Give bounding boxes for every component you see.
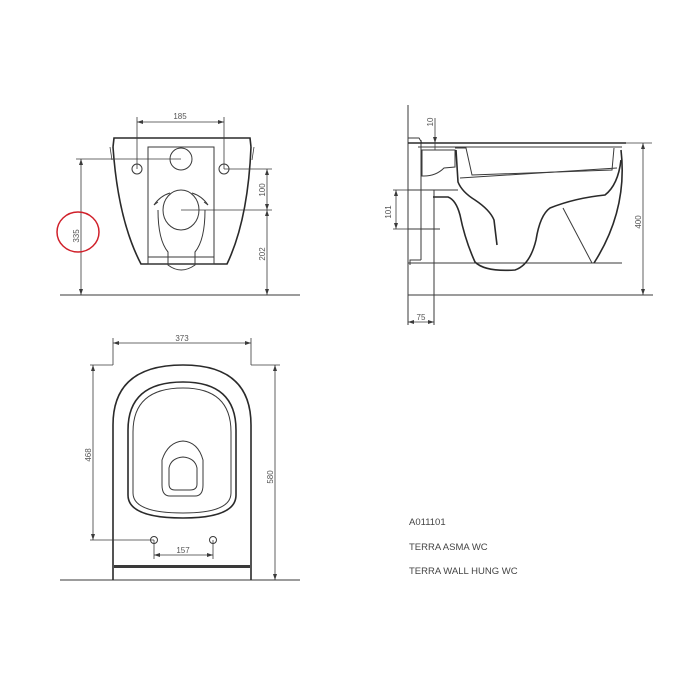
dim-101: 101	[384, 205, 393, 219]
top-seat-outer	[127, 381, 237, 519]
dim-100: 100	[258, 183, 267, 197]
dim-373: 373	[175, 334, 189, 343]
dim-185: 185	[173, 112, 187, 121]
side-flush-inlet	[421, 149, 456, 177]
dim-580: 580	[266, 470, 275, 484]
dim-157: 157	[176, 546, 190, 555]
side-back-outline	[593, 149, 623, 264]
front-view: 185 335 100 202	[56, 112, 300, 296]
front-trap	[157, 209, 206, 271]
top-outer-shell	[112, 364, 252, 580]
side-view: 10 101 75 400	[384, 105, 653, 325]
dim-468: 468	[84, 448, 93, 462]
product-name-asma: TERRA ASMA WC	[409, 542, 488, 553]
front-inner-frame	[147, 146, 215, 265]
highlight-circle	[56, 211, 100, 253]
top-outlet-outer	[161, 440, 204, 497]
front-rim	[112, 137, 252, 148]
dim-75: 75	[417, 313, 426, 322]
dim-202: 202	[258, 247, 267, 261]
top-view: 373 468 580 157	[60, 334, 300, 581]
front-bowl-outline	[112, 146, 252, 265]
product-code: A011101	[409, 517, 446, 528]
dim-335: 335	[72, 229, 81, 243]
top-seat-inner	[132, 387, 232, 514]
side-trap	[433, 159, 622, 272]
product-name-wall-hung: TERRA WALL HUNG WC	[409, 566, 518, 577]
side-bowl-inner	[455, 149, 498, 246]
top-outlet-inner	[168, 456, 198, 491]
dim-400: 400	[634, 215, 643, 229]
top-rear-strip	[114, 565, 250, 568]
dim-10: 10	[426, 117, 435, 126]
